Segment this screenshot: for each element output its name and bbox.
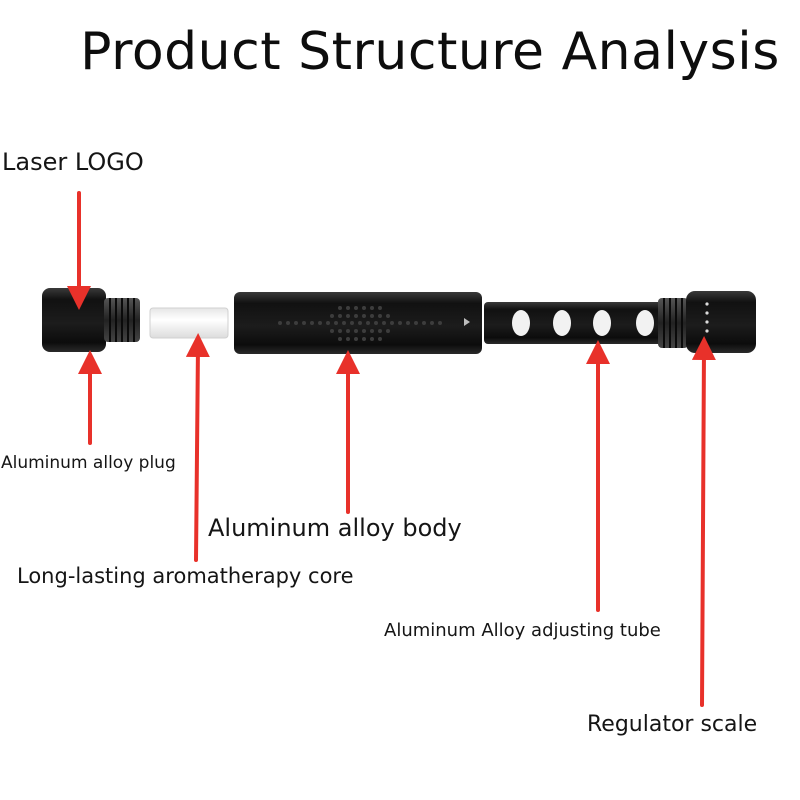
vent-hole [370,337,374,341]
vent-hole [354,306,358,310]
vent-hole [414,321,418,325]
vent-hole [362,314,366,318]
page-title: Product Structure Analysis [80,22,780,82]
vent-hole [354,329,358,333]
vent-hole [366,321,370,325]
vent-hole [354,337,358,341]
regulator-cap-part [658,291,756,353]
arrow-regulator-scale [691,336,716,707]
vent-hole [286,321,290,325]
vent-hole [370,306,374,310]
vent-hole [310,321,314,325]
vent-hole [374,321,378,325]
vent-hole [346,314,350,318]
vent-hole [382,321,386,325]
vent-hole [338,314,342,318]
plug-part [42,288,140,352]
vent-hole [378,306,382,310]
vent-hole [338,337,342,341]
vent-hole [378,314,382,318]
vent-hole [330,314,334,318]
vent-hole [370,314,374,318]
vent-hole [386,329,390,333]
label-aluminum-alloy-plug: Aluminum alloy plug [1,453,176,473]
vent-hole [430,321,434,325]
vent-hole [334,321,338,325]
label-aluminum-alloy-body: Aluminum alloy body [208,514,462,542]
vent-hole [386,314,390,318]
adjusting-tube-part [484,302,664,344]
vent-hole [354,314,358,318]
vent-hole [362,306,366,310]
label-adjusting-tube: Aluminum Alloy adjusting tube [384,620,661,641]
vent-hole [278,321,282,325]
label-regulator-scale: Regulator scale [587,712,758,737]
vent-hole [330,329,334,333]
label-laser-logo: Laser LOGO [2,148,144,176]
regulator-scale-dots [705,302,709,333]
vent-hole [422,321,426,325]
vent-hole [362,337,366,341]
vent-hole [390,321,394,325]
vent-hole [358,321,362,325]
vent-hole [338,306,342,310]
vent-hole [378,337,382,341]
vent-hole [294,321,298,325]
vent-hole [362,329,366,333]
vent-hole [302,321,306,325]
vent-hole [370,329,374,333]
body-part [234,292,482,354]
vent-hole [398,321,402,325]
vent-hole [326,321,330,325]
aromatherapy-core-part [149,307,229,339]
vent-hole [342,321,346,325]
vent-hole [338,329,342,333]
vent-hole [378,329,382,333]
vent-hole [346,329,350,333]
vent-hole [438,321,442,325]
vent-hole [318,321,322,325]
vent-hole [406,321,410,325]
arrow-core [185,333,210,562]
vent-hole [350,321,354,325]
label-aromatherapy-core: Long-lasting aromatherapy core [17,564,354,588]
vent-hole [346,306,350,310]
vent-hole [346,337,350,341]
